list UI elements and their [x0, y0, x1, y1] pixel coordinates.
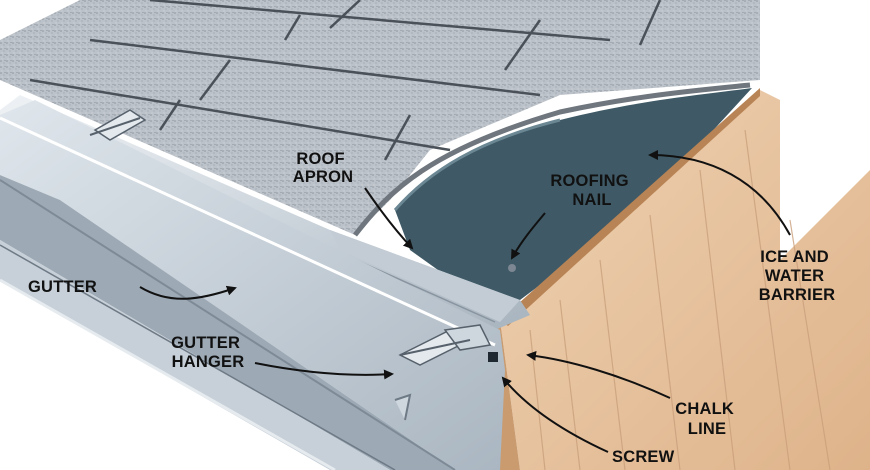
label-chalk-line: CHALK LINE — [675, 400, 739, 438]
label-roofing-nail: ROOFING NAIL — [550, 172, 633, 209]
shingle-roof — [0, 0, 760, 237]
label-ice-and-water-barrier: ICE AND WATER BARRIER — [759, 248, 836, 304]
roofing-nail-head — [508, 264, 516, 272]
label-gutter: GUTTER — [28, 278, 97, 296]
label-gutter-hanger: GUTTER HANGER — [171, 334, 245, 371]
leader-lines — [139, 150, 791, 453]
ice-water-barrier — [393, 88, 752, 300]
label-screw: SCREW — [612, 448, 675, 466]
gutter-hanger — [89, 109, 498, 366]
gutter — [0, 100, 505, 470]
screw-head — [488, 352, 498, 362]
label-roof-apron: ROOF APRON — [293, 150, 354, 186]
callout-labels: ROOF APRON ROOFING NAIL ICE AND WATER BA… — [28, 150, 835, 466]
